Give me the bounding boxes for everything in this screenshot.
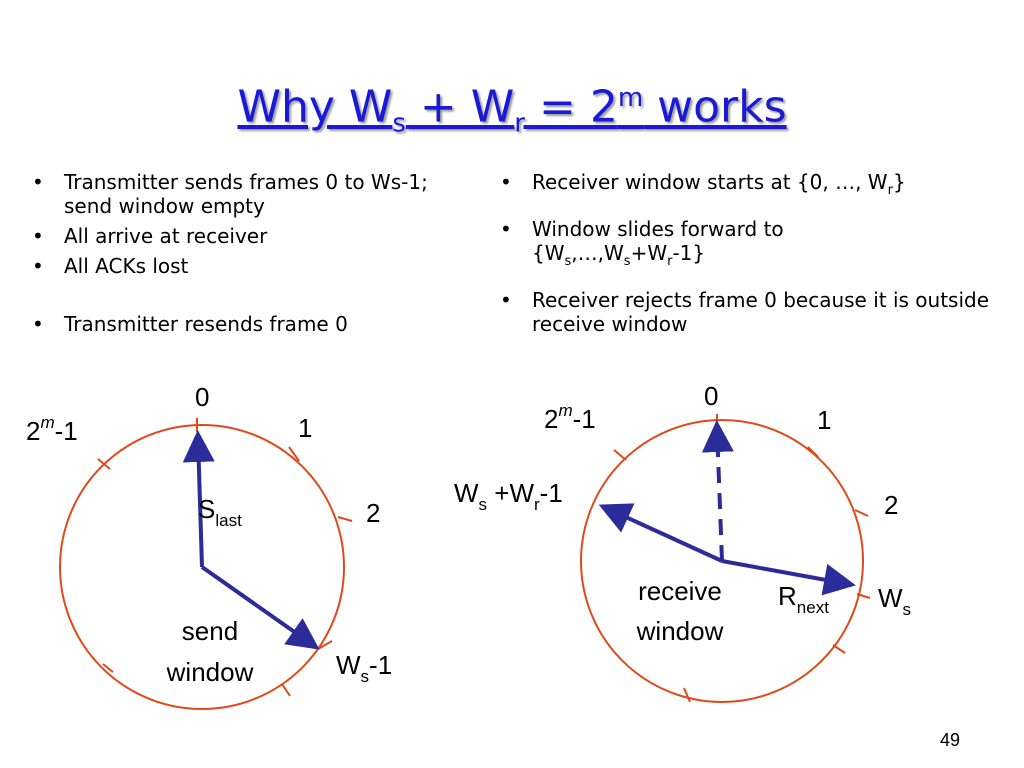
title-sub-s: s bbox=[392, 108, 406, 139]
send-window-caption-2: window bbox=[166, 657, 254, 687]
right-label-2m-minus-1: 2m-1 bbox=[544, 401, 596, 434]
title-sub-r: r bbox=[514, 108, 525, 139]
right-bullet-1-sub: r bbox=[887, 183, 893, 198]
ws-minus-1-arrow bbox=[200, 565, 320, 650]
ws-plus-wr-minus-1-label: Ws +Wr-1 bbox=[454, 478, 563, 514]
left-bullet-1: Transmitter sends frames 0 to Ws-1; send… bbox=[28, 170, 448, 218]
right-bullet-2-s2: s bbox=[623, 254, 631, 269]
right-bullet-2-c: +W bbox=[630, 241, 668, 265]
left-bullet-2: All arrive at receiver bbox=[28, 224, 448, 248]
send-window-diagram: 0 1 2 2m-1 Slast Ws-1 send window bbox=[26, 382, 392, 710]
right-bullet-2-a: Window slides forward to {W bbox=[532, 217, 784, 265]
r-next-arrow bbox=[721, 559, 856, 596]
left-bullet-4: Transmitter resends frame 0 bbox=[28, 312, 468, 336]
page-number: 49 bbox=[939, 730, 960, 750]
sequence-circle-left bbox=[59, 424, 345, 710]
left-label-2: 2 bbox=[366, 498, 380, 528]
right-label-0: 0 bbox=[704, 381, 718, 411]
right-bullet-1-text: Receiver window starts at {0, …, W bbox=[532, 170, 888, 194]
left-label-0: 0 bbox=[195, 382, 209, 412]
ws-wr-minus-1-arrow bbox=[598, 503, 723, 563]
slide-title: Why Ws + Wr = 2m works bbox=[0, 68, 1024, 153]
title-prefix: Why W bbox=[237, 81, 393, 133]
right-label-1: 1 bbox=[817, 405, 831, 435]
right-bullet-2-d: -1} bbox=[672, 241, 706, 265]
receive-window-caption-1: receive bbox=[638, 576, 722, 606]
frame-0-dashed-arrow bbox=[701, 420, 734, 562]
right-bullet-2: Window slides forward to {Ws,…,Ws+Wr-1} bbox=[496, 217, 832, 274]
left-bullet-3: All ACKs lost bbox=[28, 254, 448, 278]
right-bullet-3: Receiver rejects frame 0 because it is o… bbox=[496, 288, 996, 336]
right-label-2: 2 bbox=[884, 490, 898, 520]
left-label-2m-minus-1: 2m-1 bbox=[26, 413, 78, 446]
receive-window-diagram: 0 1 2 2m-1 Ws +Wr-1 Rnext Ws receive win… bbox=[454, 381, 911, 703]
right-ws-label: Ws bbox=[878, 583, 911, 619]
title-eq: = 2 bbox=[524, 81, 618, 133]
right-bullet-2-s3: r bbox=[667, 254, 673, 269]
tick-marks-left bbox=[97, 418, 353, 697]
title-sup-m: m bbox=[617, 83, 644, 113]
right-bullet-list: Receiver window starts at {0, …, Wr} Win… bbox=[496, 170, 996, 342]
title-suffix: works bbox=[643, 81, 787, 133]
s-last-label: Slast bbox=[198, 494, 242, 530]
sequence-circle-right bbox=[580, 419, 864, 703]
right-bullet-1-end: } bbox=[892, 170, 906, 194]
left-label-1: 1 bbox=[298, 413, 312, 443]
right-bullet-2-s1: s bbox=[564, 254, 572, 269]
right-bullet-1: Receiver window starts at {0, …, Wr} bbox=[496, 170, 996, 203]
title-mid: + W bbox=[405, 81, 515, 133]
ws-minus-1-label: Ws-1 bbox=[336, 650, 392, 686]
send-window-caption-1: send bbox=[182, 616, 238, 646]
s-last-arrow bbox=[182, 430, 215, 568]
r-next-label: Rnext bbox=[778, 581, 829, 617]
left-bullet-list: Transmitter sends frames 0 to Ws-1; send… bbox=[28, 170, 448, 284]
receive-window-caption-2: window bbox=[636, 616, 724, 646]
right-bullet-2-b: ,…,W bbox=[571, 241, 624, 265]
tick-marks-right bbox=[613, 414, 871, 703]
left-bullet-list-extra: Transmitter resends frame 0 bbox=[28, 312, 468, 342]
